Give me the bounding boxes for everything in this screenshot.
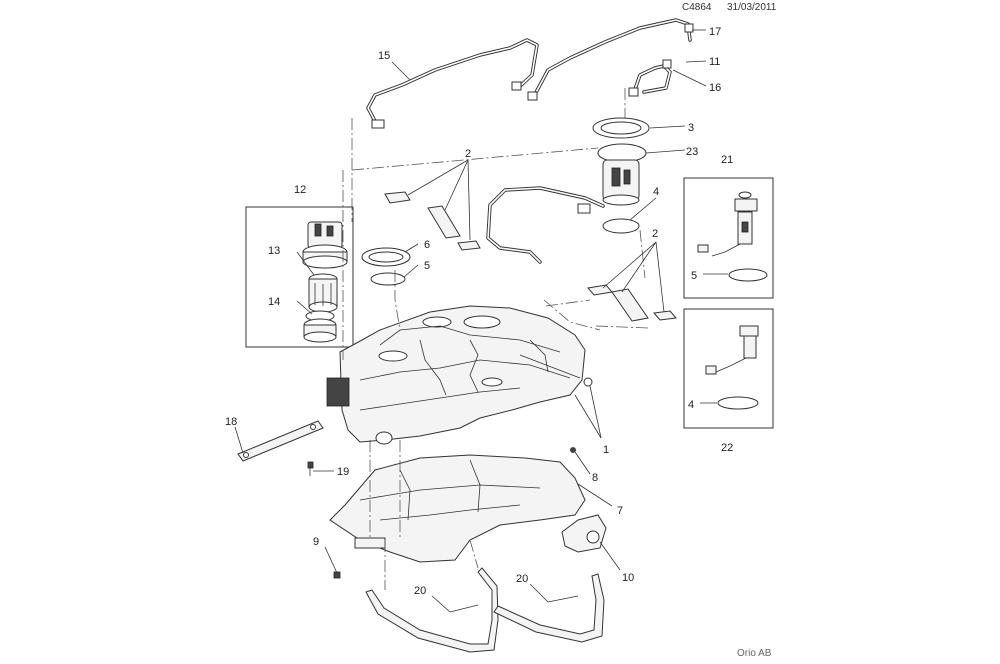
fuel-line-16 (527, 18, 694, 101)
bolt-8 (570, 447, 576, 453)
o-ring-4a (602, 218, 640, 234)
callout-4-box: 4 (688, 399, 694, 411)
callout-6: 6 (424, 239, 430, 251)
callout-labels: 15 17 11 16 3 2 23 4 12 13 6 5 14 2 21 5… (225, 26, 733, 597)
fuel-tank-1 (326, 305, 593, 445)
callout-17: 17 (709, 26, 721, 38)
callout-23: 23 (686, 146, 698, 158)
callout-22: 22 (721, 442, 733, 454)
level-sensor-box-22 (683, 308, 774, 429)
level-sensor-box-21 (683, 177, 774, 299)
callout-18: 18 (225, 416, 237, 428)
callout-20-right: 20 (516, 573, 528, 585)
level-sensor-22 (705, 325, 759, 375)
callout-1: 1 (603, 444, 609, 456)
leader-lines (234, 29, 728, 613)
o-ring-5b (728, 268, 768, 282)
document-code: C4864 (682, 2, 712, 13)
filter-assembly-box-12 (245, 206, 354, 348)
filter-element-13 (308, 273, 338, 313)
footer-brand: Orio AB (737, 648, 772, 659)
callout-14: 14 (268, 296, 280, 308)
callout-8: 8 (592, 472, 598, 484)
callout-2-right: 2 (652, 228, 658, 240)
callout-21: 21 (721, 154, 733, 166)
fuel-line-15 (366, 38, 539, 129)
callout-20-left: 20 (414, 585, 426, 597)
shield-10 (561, 514, 607, 553)
callout-4-top: 4 (653, 186, 659, 198)
strap-18 (237, 420, 324, 462)
callout-3: 3 (688, 122, 694, 134)
callout-13: 13 (268, 245, 280, 257)
level-sensor-21 (697, 191, 758, 257)
callout-9: 9 (313, 536, 319, 548)
document-date: 31/03/2011 (727, 2, 777, 13)
gasket-6 (361, 247, 411, 267)
callout-19: 19 (337, 466, 349, 478)
bolt-9 (333, 571, 341, 579)
callout-10: 10 (622, 572, 634, 584)
callout-2-top: 2 (465, 148, 471, 160)
callout-15: 15 (378, 50, 390, 62)
pads-2 (384, 191, 677, 322)
callout-5-box: 5 (691, 270, 697, 282)
filter-cup-14 (303, 310, 337, 343)
o-ring-5a (370, 272, 406, 286)
callout-7: 7 (617, 505, 623, 517)
filter-housing-12 (302, 221, 348, 269)
heat-shield-7 (329, 454, 586, 563)
callout-5-left: 5 (424, 260, 430, 272)
assembly-lines (342, 88, 649, 590)
lock-ring-3 (592, 117, 650, 139)
callout-11: 11 (709, 56, 720, 68)
fuel-pump-23 (597, 143, 647, 206)
o-ring-4b (717, 396, 759, 410)
suction-hose (486, 186, 605, 264)
tank-straps-20 (365, 567, 605, 653)
bolt-19 (307, 461, 314, 476)
callout-12: 12 (294, 184, 306, 196)
callout-16: 16 (709, 82, 721, 94)
